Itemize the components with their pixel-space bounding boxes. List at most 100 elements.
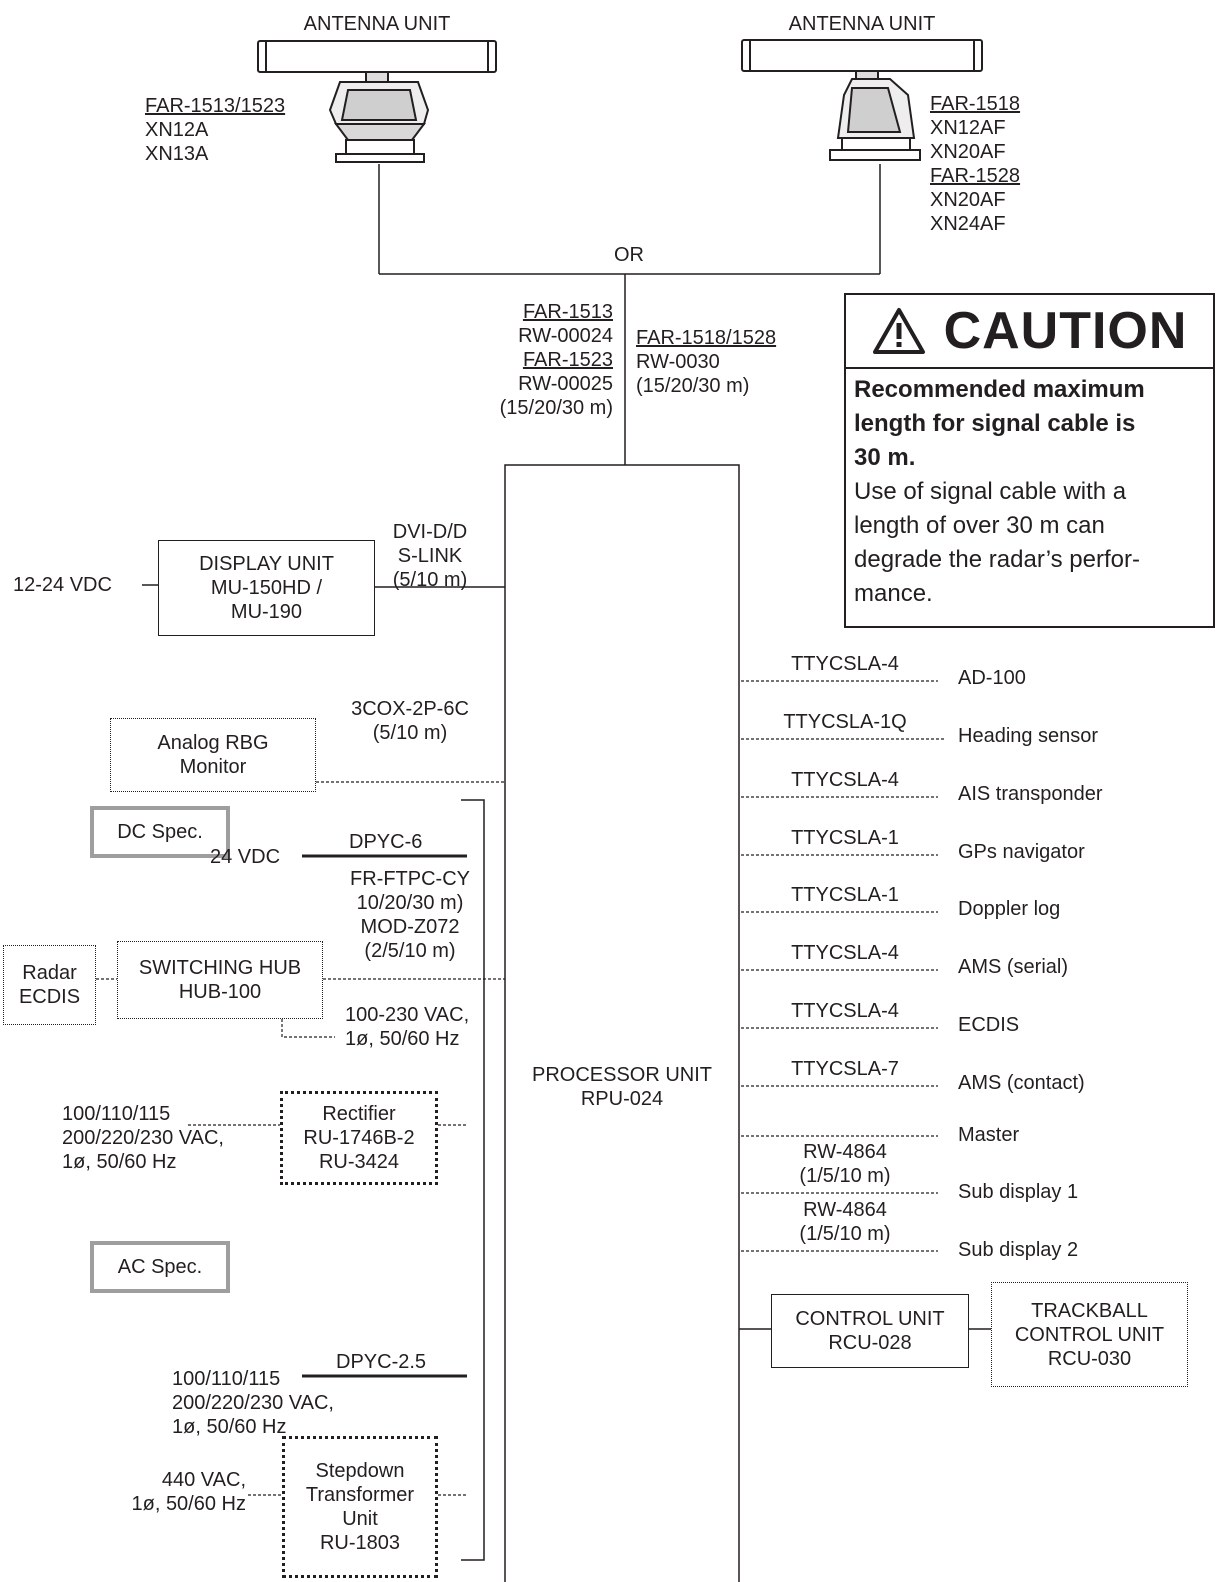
transformer-box: Stepdown Transformer Unit RU-1803 [282, 1436, 438, 1578]
analog-monitor-box: Analog RBG Monitor [110, 718, 316, 792]
antenna-right-model: XN20AF [930, 141, 1006, 163]
transformer-input-line: 440 VAC, [161, 1469, 246, 1491]
radar-ecdis-box: Radar ECDIS [3, 945, 96, 1025]
hub-cable-line: (2/5/10 m) [364, 940, 456, 962]
caution-panel: CAUTION Recommended maximum length for s… [844, 293, 1215, 628]
right-cable-label: TTYCSLA-1Q [783, 711, 907, 733]
display-unit-line: MU-190 [230, 601, 303, 623]
rectifier-input-line: 200/220/230 VAC, [62, 1127, 224, 1149]
transformer-line: Stepdown [315, 1460, 405, 1482]
right-cable-label: TTYCSLA-1 [791, 884, 899, 906]
right-device-label: GPs navigator [958, 841, 1085, 863]
caution-line: mance. [854, 580, 933, 607]
dc-24vdc-label: 24 VDC [210, 846, 281, 868]
analog-cable-line: 3COX-2P-6C [351, 698, 469, 720]
right-device-label: AMS (serial) [958, 956, 1069, 978]
rectifier-input-line: 100/110/115 [62, 1103, 171, 1125]
ac-spec-label: AC Spec. [90, 1241, 230, 1293]
antenna-left-title: ANTENNA UNIT [303, 13, 451, 35]
antenna-right-group-heading: FAR-1518 [930, 93, 1021, 115]
caution-line: Use of signal cable with a [854, 478, 1127, 505]
signal-cable-left-line: RW-00024 [518, 325, 613, 347]
switching-hub-line: HUB-100 [178, 981, 262, 1003]
rectifier-line: RU-3424 [318, 1151, 400, 1173]
rectifier-box: Rectifier RU-1746B-2 RU-3424 [280, 1091, 438, 1185]
power-bracket [461, 799, 485, 1561]
right-device-label: AIS transponder [958, 783, 1103, 805]
hub-cable-label: FR-FTPC-CY 10/20/30 m) MOD-Z072 (2/5/10 … [330, 867, 490, 963]
analog-monitor-line: Monitor [179, 756, 247, 778]
processor-unit-line: RPU-024 [580, 1088, 664, 1110]
transformer-input-label: 440 VAC, 1ø, 50/60 Hz [110, 1468, 246, 1516]
signal-cable-right-line: (15/20/30 m) [636, 375, 750, 397]
right-device-label: ECDIS [958, 1014, 1020, 1036]
analog-cable-label: 3COX-2P-6C (5/10 m) [330, 697, 490, 745]
switching-hub-line: SWITCHING HUB [138, 957, 302, 979]
signal-cable-left-line: (15/20/30 m) [499, 397, 613, 419]
antenna-right-model: XN20AF [930, 189, 1006, 211]
ac-input-label: 100/110/115 200/220/230 VAC, 1ø, 50/60 H… [172, 1367, 334, 1439]
caution-line: degrade the radar’s perfor- [854, 546, 1140, 573]
master-label: Master [958, 1124, 1020, 1146]
caution-bold-line: length for signal cable is [854, 410, 1136, 437]
signal-cable-left-line: FAR-1523 [522, 349, 613, 371]
caution-bold-line: Recommended maximum [854, 376, 1145, 403]
control-unit-line: RCU-028 [828, 1332, 912, 1354]
sub-display-cable-line: (1/5/10 m) [799, 1165, 891, 1187]
rectifier-line: Rectifier [322, 1103, 396, 1125]
right-device-label: AD-100 [958, 667, 1026, 689]
hub-power-line-text: 100-230 VAC, [345, 1004, 470, 1026]
antenna-left-drawing [257, 40, 497, 163]
switching-hub-box: SWITCHING HUB HUB-100 [117, 941, 323, 1019]
dpyc6-label: DPYC-6 [349, 831, 423, 853]
antenna-right-title: ANTENNA UNIT [788, 13, 936, 35]
display-unit-line: MU-150HD / [210, 577, 323, 599]
hub-cable-line: 10/20/30 m) [356, 892, 464, 914]
trackball-unit-line: RCU-030 [1047, 1347, 1132, 1370]
antenna-left-models: FAR-1513/1523 XN12A XN13A [145, 94, 285, 166]
warning-triangle-icon [872, 308, 925, 354]
caution-header: CAUTION [846, 295, 1213, 369]
ac-input-line: 1ø, 50/60 Hz [172, 1416, 287, 1438]
antenna-right-model: XN12AF [930, 117, 1006, 139]
hub-cable-line: MOD-Z072 [360, 916, 460, 938]
sub-display-cable-line: RW-4864 [803, 1141, 887, 1163]
processor-unit-label: PROCESSOR UNIT RPU-024 [505, 1063, 739, 1111]
rectifier-line: RU-1746B-2 [303, 1127, 415, 1149]
right-cable-label: TTYCSLA-4 [791, 769, 899, 791]
antenna-left-model-heading: FAR-1513/1523 [145, 95, 286, 117]
signal-cable-right-line: FAR-1518/1528 [636, 327, 777, 349]
rectifier-input-line: 1ø, 50/60 Hz [62, 1151, 177, 1173]
analog-cable-line: (5/10 m) [372, 722, 448, 744]
hub-cable-line: FR-FTPC-CY [350, 868, 470, 890]
right-device-label: AMS (contact) [958, 1072, 1085, 1094]
display-cable-label: DVI-D/D S-LINK (5/10 m) [370, 520, 490, 592]
antenna-right-models: FAR-1518 XN12AF XN20AF FAR-1528 XN20AF X… [930, 92, 1020, 236]
transformer-line: Unit [342, 1508, 378, 1530]
display-cable-line: (5/10 m) [392, 569, 468, 591]
antenna-right-drawing [741, 39, 983, 161]
signal-cable-right-line: RW-0030 [636, 351, 720, 373]
right-cable-label: TTYCSLA-7 [791, 1058, 899, 1080]
display-power-label: 12-24 VDC [13, 574, 112, 596]
antenna-left-model: XN13A [145, 143, 209, 165]
display-cable-line: S-LINK [397, 545, 463, 567]
sub-display-cable-line: RW-4864 [803, 1199, 887, 1221]
signal-cable-left: FAR-1513 RW-00024 FAR-1523 RW-00025 (15/… [450, 300, 613, 420]
right-cable-label: TTYCSLA-4 [791, 1000, 899, 1022]
trackball-unit-box: TRACKBALL CONTROL UNIT RCU-030 [991, 1282, 1188, 1387]
display-unit-box: DISPLAY UNIT MU-150HD / MU-190 [158, 540, 375, 636]
signal-cable-right: FAR-1518/1528 RW-0030 (15/20/30 m) [636, 326, 776, 398]
sub-display-cable: RW-4864 (1/5/10 m) [760, 1140, 930, 1188]
right-connection-lines [741, 680, 946, 1252]
right-device-label: Heading sensor [958, 725, 1099, 747]
caution-bold-line: 30 m. [854, 444, 916, 471]
dc-spec-label: DC Spec. [90, 806, 230, 858]
caution-title: CAUTION [943, 302, 1188, 360]
analog-monitor-line: Analog RBG [157, 732, 269, 754]
radar-ecdis-line: ECDIS [18, 986, 81, 1008]
radar-ecdis-line: Radar [22, 962, 77, 984]
sub-display-cable: RW-4864 (1/5/10 m) [760, 1198, 930, 1246]
right-cable-label: TTYCSLA-4 [791, 942, 899, 964]
